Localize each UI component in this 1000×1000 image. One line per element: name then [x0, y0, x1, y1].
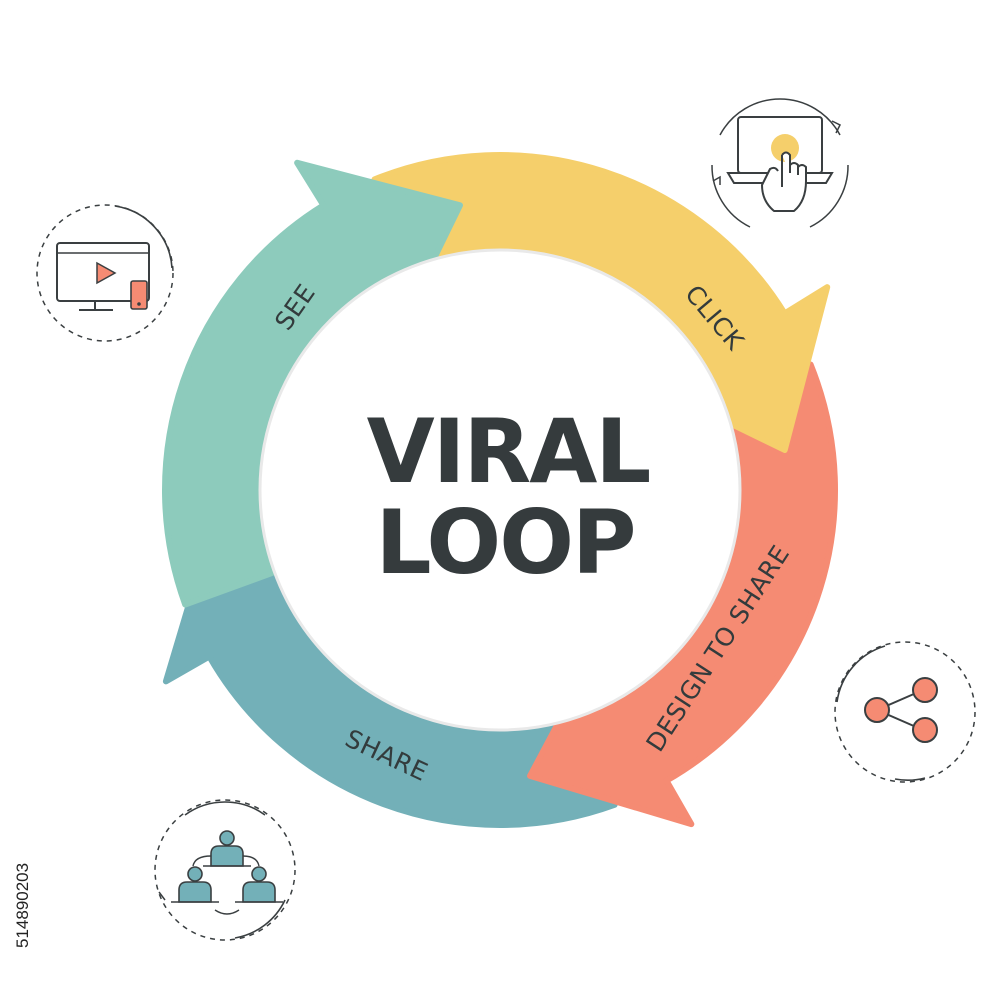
center-disc	[260, 250, 740, 730]
title-line-2: LOOP	[375, 491, 634, 594]
stock-id-watermark: 514890203	[13, 863, 32, 948]
loop-ring	[162, 152, 838, 828]
share-nodes-icon	[834, 641, 976, 783]
stock-id-text: 514890203	[13, 863, 32, 948]
center-disc-edge	[258, 248, 742, 732]
laptop-click-icon	[711, 98, 849, 228]
title-line-1: VIRAL	[367, 400, 650, 503]
people-network-icon	[154, 799, 296, 941]
video-screen-icon	[36, 204, 174, 342]
